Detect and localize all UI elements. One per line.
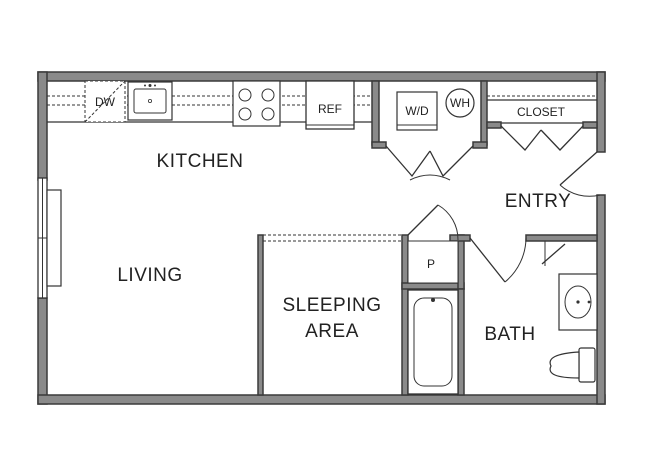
entry-door (559, 151, 601, 197)
pantry-label: P (427, 257, 435, 271)
room-label-bath: BATH (484, 324, 535, 345)
left-window (37, 177, 62, 299)
pantry-bath-walls: P (401, 204, 598, 396)
room-label-area: AREA (305, 321, 359, 342)
coat-closet: CLOSET (486, 95, 598, 151)
exterior-walls (37, 71, 606, 405)
water-heater-label: WH (450, 96, 470, 110)
sink (127, 81, 173, 121)
stove (232, 80, 281, 127)
sleeping-area-walls (257, 234, 407, 396)
room-label-sleeping: SLEEPING (282, 295, 381, 316)
refrigerator-label: REF (318, 102, 342, 116)
room-label-living: LIVING (117, 265, 182, 286)
dishwasher: DW (84, 80, 126, 123)
closet-label: CLOSET (517, 105, 566, 119)
room-label-entry: ENTRY (505, 191, 572, 212)
washer-dryer-label: W/D (405, 104, 429, 118)
refrigerator: REF (305, 80, 355, 130)
vanity (541, 241, 598, 331)
room-label-kitchen: KITCHEN (157, 151, 244, 172)
bathtub (407, 289, 459, 395)
toilet (549, 347, 596, 383)
laundry-closet: W/D WH (371, 80, 488, 181)
dishwasher-label: DW (95, 95, 116, 109)
